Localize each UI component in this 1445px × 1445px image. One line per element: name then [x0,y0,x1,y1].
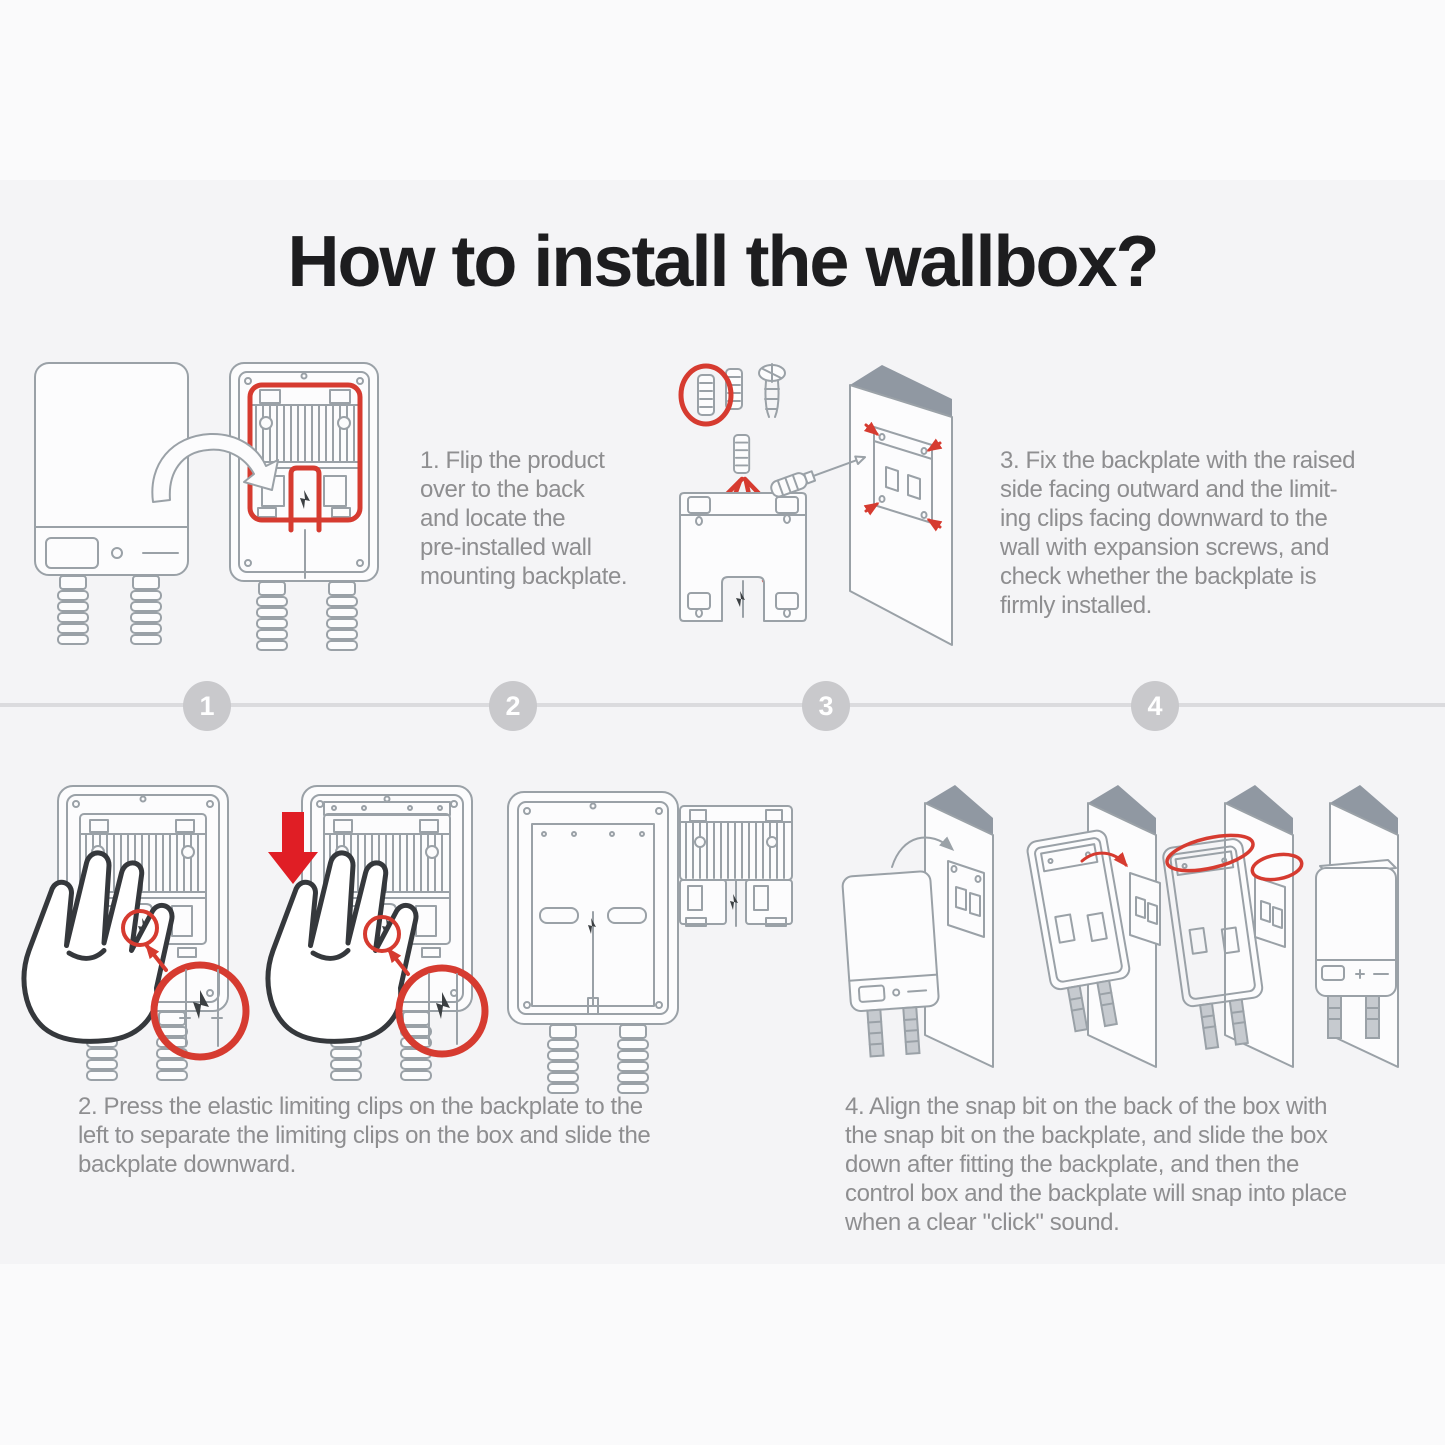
step2-illustration [30,778,793,1094]
backplate-flat-view [679,492,807,622]
box-with-backplate-2 [302,786,472,1080]
clip-red-circle [121,909,159,947]
snap-alignment-red-highlight [1165,833,1304,882]
step-divider-line [0,703,1445,707]
wall-panel [849,365,953,646]
flip-arrow-icon [151,432,279,503]
clip-red-circle-2 [363,915,401,953]
control-box-1 [841,870,940,1058]
clip-detail-magnifier-2 [395,964,489,1058]
clip-red-arrow [145,943,168,972]
anchor-for-arrows [733,434,751,474]
page-title: How to install the wallbox? [287,222,1159,302]
backplate-on-wall-3 [1254,876,1286,948]
content-panel [0,180,1445,1264]
clip-red-arrow-2 [387,947,410,976]
step4-text: 4. Align the snap bit on the back of the… [845,1093,1347,1236]
step2-text: 2. Press the elastic limiting clips on t… [78,1093,651,1178]
clip-detail-magnifier [150,961,250,1061]
expansion-anchor-icon [678,363,743,427]
wallbox-front-view [34,362,189,645]
step-marker-4: 4 [1131,681,1179,731]
red-circle-highlight [678,363,734,427]
step1-text: 1. Flip the product over to the back and… [420,447,628,590]
screw-point-red-arrows [863,421,943,532]
step4-illustration [841,784,1399,1068]
step1-illustration [34,362,379,651]
slide-arrow-1 [891,836,955,868]
step3-text: 3. Fix the backplate with the raised sid… [1000,447,1356,619]
box-back-empty [507,791,679,1094]
wallbox-back-view [229,362,379,651]
red-down-arrow-icon [268,812,318,884]
step-marker-3: 3 [802,681,850,731]
snap-bit-red-arrow [1080,851,1128,868]
backplate-on-wall [873,426,933,524]
step-marker-1: 1 [183,681,231,731]
control-box-3-frame [1162,838,1264,1050]
screwdriver-icon [770,455,867,498]
step-marker-2: 2 [489,681,537,731]
control-box-4-mounted [1315,859,1397,1039]
step3-illustration [678,363,953,646]
backplate-on-wall-1 [947,860,985,938]
screw-icon [758,363,786,418]
detached-backplate [679,805,793,927]
backplate-on-wall-2 [1129,872,1161,946]
control-box-2-back [1026,829,1131,1033]
